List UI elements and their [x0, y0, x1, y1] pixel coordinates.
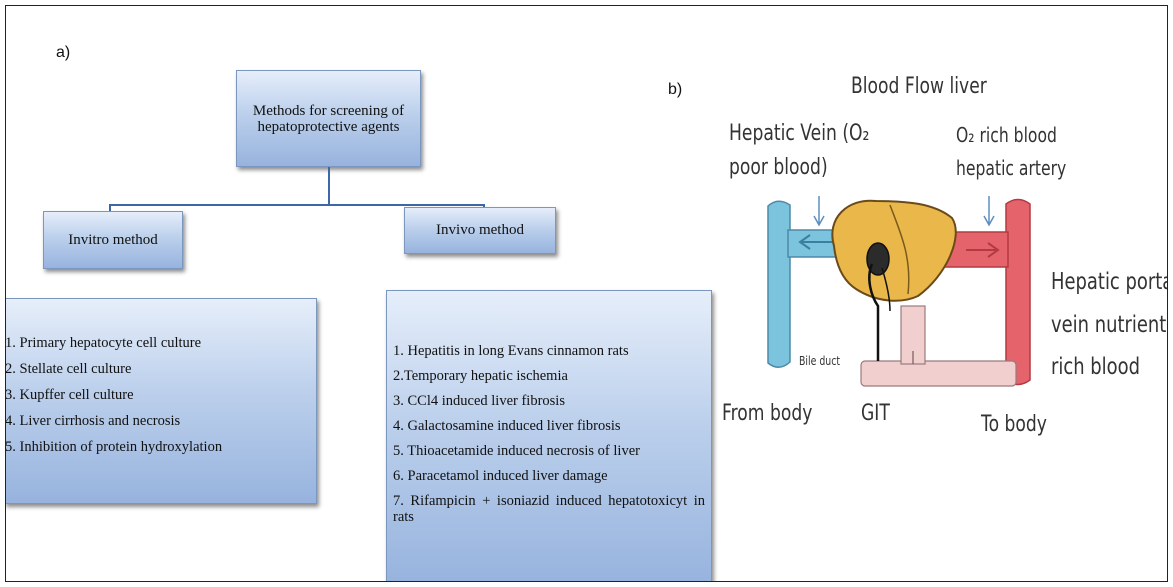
liver-shape — [831, 199, 957, 302]
hepatic-artery-shape — [1005, 198, 1031, 386]
blood-flow-title: Blood Flow liver — [851, 74, 987, 99]
to-body-label: To body — [981, 412, 1047, 437]
liver-lobe-line — [889, 204, 910, 295]
gallbladder-shape — [866, 242, 890, 276]
portal-label-line3: rich blood — [1051, 354, 1141, 380]
invitro-list: 1. Primary hepatocyte cell culture 2. St… — [5, 335, 312, 455]
invitro-item: 1. Primary hepatocyte cell culture — [5, 335, 202, 351]
vein-flow-arrow — [798, 234, 832, 250]
invitro-item: 5. Inhibition of protein hydroxylation — [5, 439, 223, 455]
bile-duct-branch — [881, 267, 891, 312]
invivo-item: 2.Temporary hepatic ischemia — [393, 368, 568, 384]
hepatic-vein-label-line1: Hepatic Vein (O₂ — [729, 121, 870, 146]
portal-label-line2: vein nutrient — [1051, 312, 1167, 338]
vein-label-arrow — [813, 196, 825, 227]
bile-duct-shape — [868, 263, 880, 361]
invitro-item: 3. Kupffer cell culture — [5, 387, 134, 403]
invivo-list: 1. Hepatitis in long Evans cinnamon rats… — [393, 343, 705, 525]
invitro-method-label: Invitro method — [68, 231, 158, 248]
liver-blood-flow-illustration — [767, 196, 1031, 387]
methods-title-box: Methods for screening of hepatoprotectiv… — [236, 70, 421, 167]
invitro-method-box: Invitro method — [43, 211, 183, 269]
from-body-label: From body — [722, 401, 813, 426]
invitro-item: 2. Stellate cell culture — [5, 361, 132, 377]
invitro-item: 4. Liver cirrhosis and necrosis — [5, 413, 181, 429]
hepatic-vein-shape — [767, 200, 791, 368]
invivo-item: 1. Hepatitis in long Evans cinnamon rats — [393, 343, 629, 359]
invivo-item: 6. Paracetamol induced liver damage — [393, 468, 608, 484]
artery-label-line2: hepatic artery — [956, 156, 1067, 180]
invivo-method-label: Invivo method — [436, 222, 524, 238]
invivo-item: 3. CCl4 induced liver fibrosis — [393, 393, 565, 409]
invivo-list-box: 1. Hepatitis in long Evans cinnamon rats… — [386, 290, 712, 581]
artery-label-line1: O₂ rich blood — [956, 123, 1057, 147]
panel-a-label: a) — [56, 44, 71, 61]
hepatic-vein-label-line2: poor blood) — [729, 155, 828, 180]
invivo-item: 7. Rifampicin + isoniazid induced hepato… — [393, 493, 705, 525]
figure-frame: a) Methods for screening of hepatoprotec… — [5, 5, 1168, 582]
portal-label-line1: Hepatic portal — [1051, 269, 1168, 295]
artery-label-arrow — [983, 196, 995, 227]
methods-title-text: Methods for screening of hepatoprotectiv… — [252, 102, 405, 135]
portal-vein-horizontal — [860, 360, 1017, 387]
hepatic-vein-branch — [787, 229, 839, 258]
git-label: GIT — [861, 401, 890, 426]
bile-duct-label: Bile duct — [799, 354, 841, 368]
invivo-item: 4. Galactosamine induced liver fibrosis — [393, 418, 621, 434]
connector-vertical-top — [328, 167, 330, 205]
invitro-list-box: 1. Primary hepatocyte cell culture 2. St… — [5, 298, 317, 504]
artery-flow-arrow — [966, 242, 1000, 258]
invivo-item: 5. Thioacetamide induced necrosis of liv… — [393, 443, 640, 459]
connector-horizontal — [109, 204, 485, 206]
invivo-method-box: Invivo method — [404, 207, 556, 254]
panel-b-label: b) — [668, 81, 683, 98]
connector-left-drop — [109, 204, 111, 211]
